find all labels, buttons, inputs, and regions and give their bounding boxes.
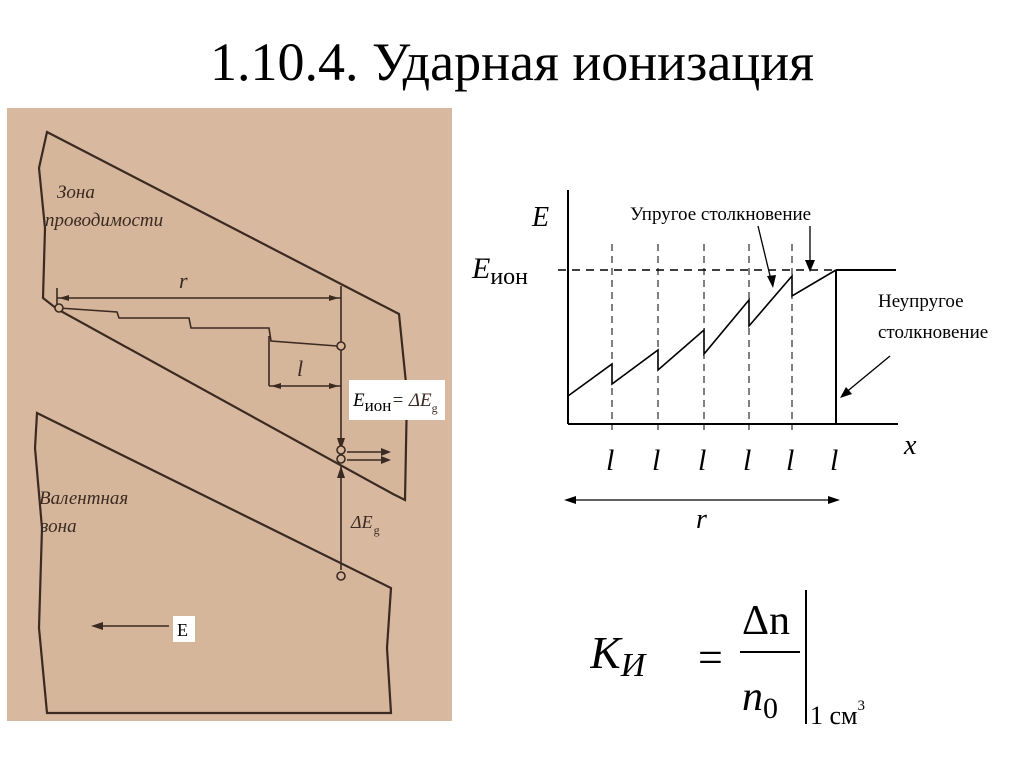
arrowhead-emit-1 — [381, 448, 391, 456]
energy-graph: E x Eион Упругое столкновение Неупругое … — [471, 190, 988, 535]
ionization-formula: KИ = Δn n0 1 см3 — [590, 590, 865, 730]
elastic-label: Упругое столкновение — [630, 204, 811, 225]
valence-zone-label-1: Валентная — [39, 488, 128, 509]
l-arrow-right — [329, 383, 339, 389]
formula-equals: = — [698, 633, 723, 682]
step-label-3: l — [698, 444, 706, 477]
arrowhead-down — [337, 438, 345, 450]
conduction-zone-label-1: Зона — [57, 182, 95, 203]
electron-start — [54, 303, 64, 313]
step-label-4: l — [743, 444, 751, 477]
x-axis-label: x — [903, 430, 917, 461]
band-diagram: Зона проводимости Валентная зона r l ΔEg… — [7, 108, 452, 721]
step-label-2: l — [652, 444, 660, 477]
inelastic-label-1: Неупругое — [878, 291, 964, 312]
e-ion-label: Eион= ΔEg — [352, 390, 438, 415]
delta-eg-label: ΔEg — [350, 512, 380, 537]
e-ion-graph-label: Eион — [471, 252, 528, 290]
valence-band — [33, 411, 393, 715]
step-label-5: l — [786, 444, 794, 477]
conduction-zone-label-2: проводимости — [45, 210, 163, 231]
elastic-arrowhead-2 — [805, 260, 815, 272]
conduction-band — [37, 130, 409, 502]
formula-k: KИ — [590, 627, 648, 684]
electron-staircase — [58, 307, 338, 347]
r-graph-label: r — [696, 504, 707, 535]
energy-sawtooth — [567, 269, 837, 397]
elastic-arrow-1 — [757, 225, 773, 285]
l-label: l — [297, 356, 303, 381]
r-arrowhead-right — [828, 496, 840, 504]
inelastic-arrow — [843, 355, 891, 395]
inelastic-arrowhead — [840, 387, 852, 398]
step-label-6: l — [830, 444, 838, 477]
evaluation-subscript: 1 см3 — [810, 698, 865, 730]
electron-2 — [336, 454, 346, 464]
step-label-1: l — [606, 444, 614, 477]
l-arrow-left — [271, 383, 281, 389]
valence-zone-label-2: зона — [40, 516, 77, 537]
arrowhead-up — [337, 466, 345, 478]
r-arrow-left — [59, 295, 69, 301]
formula-numerator: Δn — [742, 598, 790, 644]
y-axis-label: E — [531, 202, 549, 233]
r-arrowhead-left — [564, 496, 576, 504]
electron-end — [336, 341, 346, 351]
r-arrow-right — [329, 295, 339, 301]
e-ion-label-box — [349, 380, 445, 420]
electron-1 — [336, 445, 346, 455]
r-label: r — [179, 268, 188, 293]
inelastic-label-2: столкновение — [878, 322, 988, 343]
arrowhead-emit-2 — [381, 456, 391, 464]
field-label-box — [173, 616, 195, 642]
hole — [336, 571, 346, 581]
elastic-arrowhead-1 — [767, 275, 776, 288]
formula-denominator: n0 — [742, 674, 778, 725]
field-arrowhead — [91, 622, 103, 630]
slide-title: 1.10.4. Ударная ионизация — [210, 32, 814, 92]
field-label: E — [177, 620, 188, 640]
